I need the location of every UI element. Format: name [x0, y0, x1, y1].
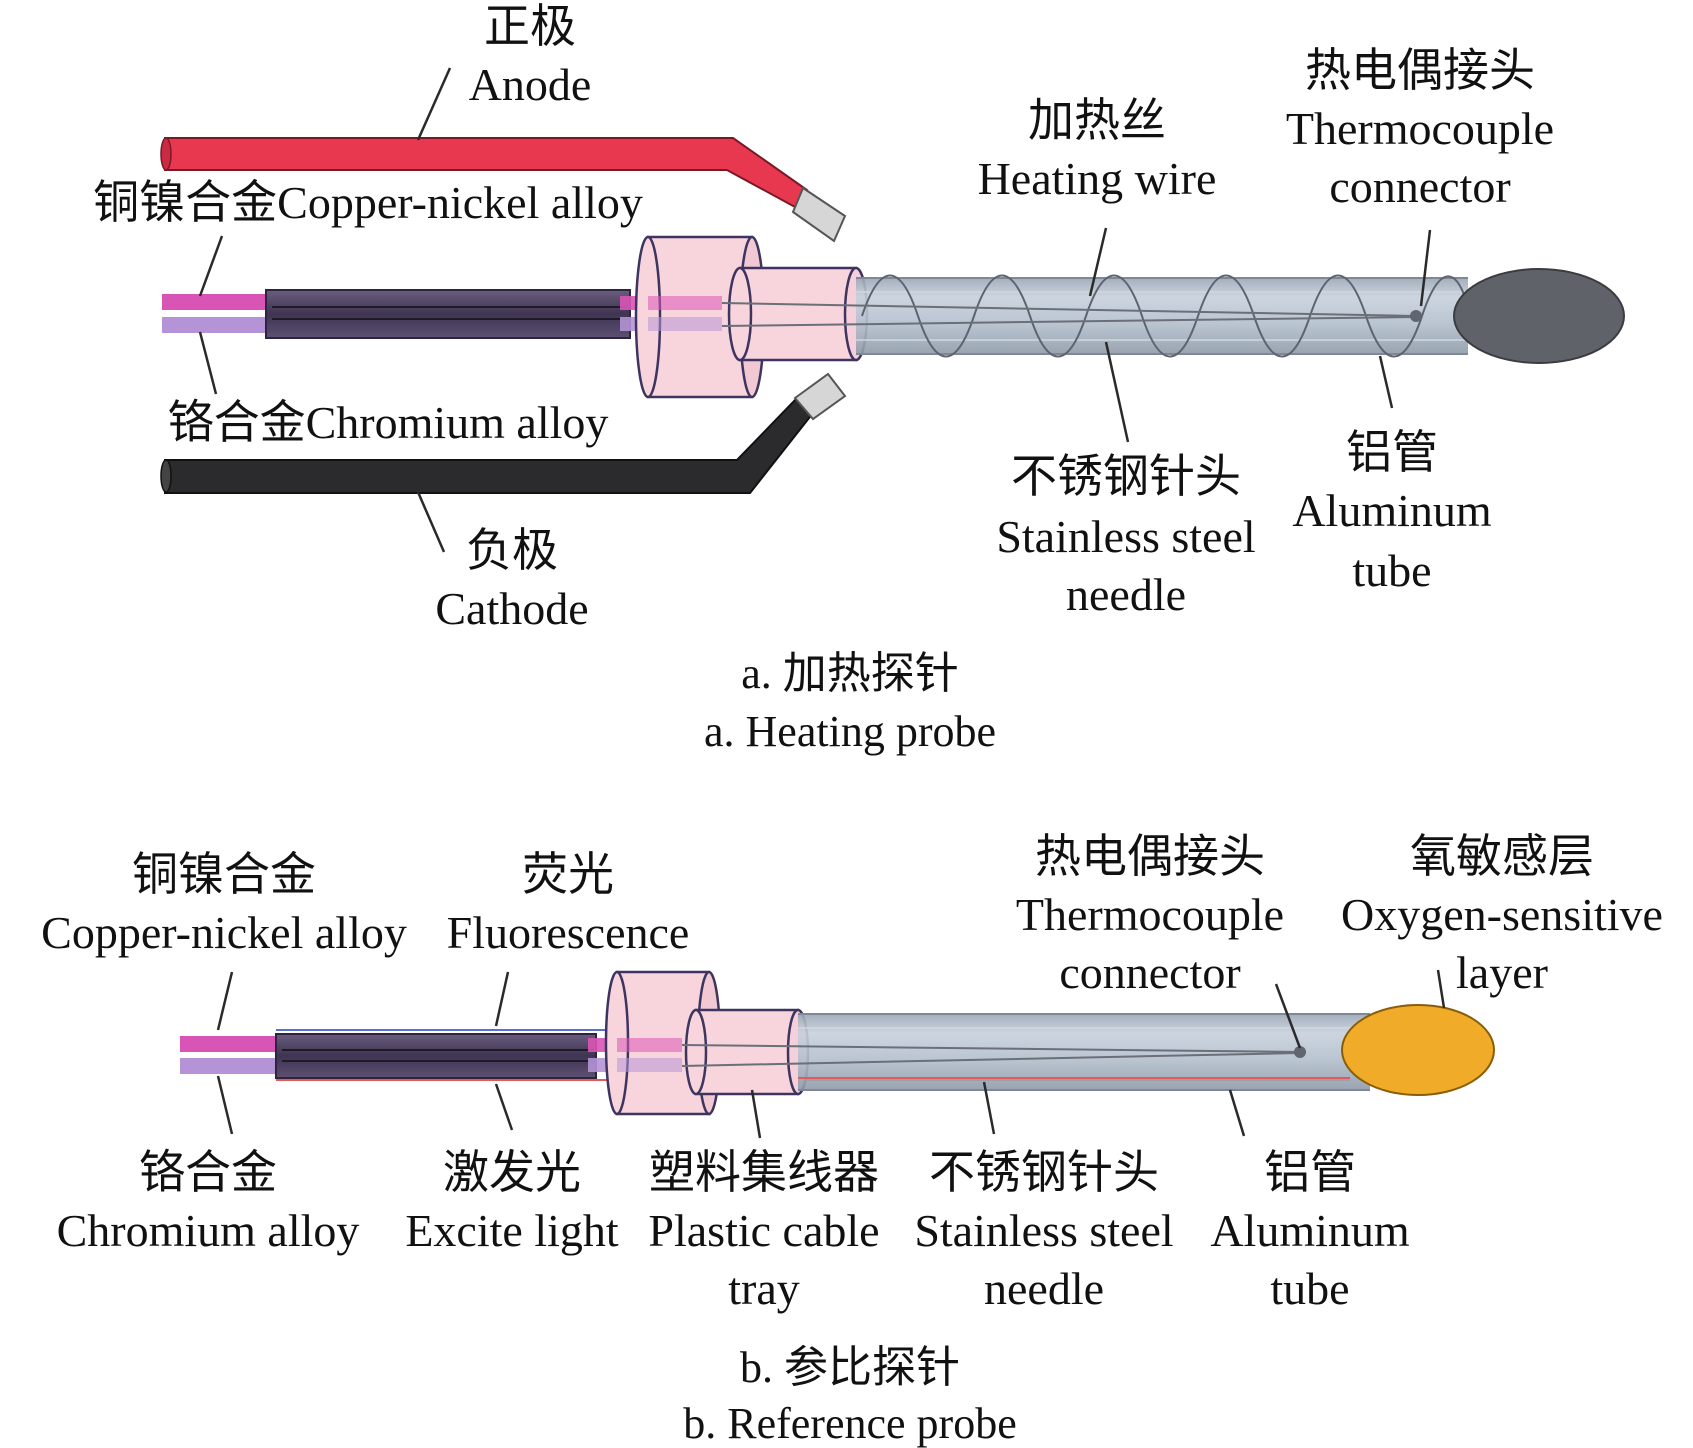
fluorescence-label-en: Fluorescence: [447, 907, 690, 958]
cable-tray-label-cn: 塑料集线器: [649, 1147, 879, 1198]
heating-wire-label-en: Heating wire: [978, 153, 1217, 204]
fluorescence-label-cn: 荧光: [522, 849, 614, 900]
thermocouple-junction-b: [1294, 1046, 1306, 1058]
plastic-hub-small: [727, 266, 869, 362]
excite-light-label-cn: 激发光: [443, 1147, 581, 1198]
chromium-label: 铬合金Chromium alloy: [168, 397, 609, 448]
caption-b-cn: b. 参比探针: [740, 1343, 960, 1392]
aluminum-label-en1: Aluminum: [1292, 485, 1492, 536]
heating-probe-figure: 正极 Anode 铜镍合金Copper-nickel alloy 铬合金Chro…: [93, 1, 1625, 756]
caption-a-cn: a. 加热探针: [741, 649, 959, 698]
reference-probe-figure: 铜镍合金 Copper-nickel alloy 荧光 Fluorescence…: [41, 831, 1663, 1448]
needle-label-cn-b: 不锈钢针头: [929, 1147, 1159, 1198]
thermocouple-label-en1-b: Thermocouple: [1016, 889, 1284, 940]
chromium-label-cn-b: 铬合金: [139, 1147, 277, 1198]
anode-label-cn: 正极: [484, 1, 576, 52]
oxygen-sensitive-tip: [1341, 1004, 1495, 1096]
chromium-label-en-b: Chromium alloy: [57, 1205, 360, 1256]
heating-wire-coil: [861, 274, 1467, 358]
cable-sheath: [265, 289, 631, 339]
needle-label-en2: needle: [1066, 569, 1186, 620]
thermocouple-label-cn-b: 热电偶接头: [1035, 831, 1265, 882]
needle-label-en1: Stainless steel: [996, 511, 1255, 562]
caption-a-en: a. Heating probe: [704, 707, 996, 756]
heating-wire-label-cn: 加热丝: [1028, 95, 1166, 146]
thermocouple-junction: [1410, 310, 1422, 322]
copper-nickel-label-en-b: Copper-nickel alloy: [41, 907, 407, 958]
aluminum-label-en2: tube: [1352, 545, 1431, 596]
heater-tip: [1453, 268, 1625, 364]
copper-nickel-wire-b: [180, 1036, 276, 1052]
needle-label-en1-b: Stainless steel: [914, 1205, 1173, 1256]
cable-tray-label-en1: Plastic cable: [648, 1205, 879, 1256]
oxygen-layer-label-en1: Oxygen-sensitive: [1341, 889, 1663, 940]
aluminum-label-cn-b: 铝管: [1264, 1147, 1356, 1198]
copper-nickel-label-cn-b: 铜镍合金: [132, 849, 316, 900]
aluminum-label-en2-b: tube: [1270, 1263, 1349, 1314]
caption-b-en: b. Reference probe: [683, 1399, 1016, 1448]
oxygen-layer-label-cn: 氧敏感层: [1410, 831, 1594, 882]
cathode-label-cn: 负极: [466, 525, 558, 576]
aluminum-label-en1-b: Aluminum: [1210, 1205, 1410, 1256]
anode-label-en: Anode: [469, 59, 592, 110]
anode-wire: [160, 137, 847, 243]
cable-tray-label-en2: tray: [728, 1263, 800, 1314]
thermocouple-label-en2: connector: [1329, 161, 1510, 212]
cathode-wire: [160, 372, 847, 494]
thermocouple-label-cn: 热电偶接头: [1305, 45, 1535, 96]
thermocouple-label-en2-b: connector: [1059, 947, 1240, 998]
oxygen-layer-label-en2: layer: [1456, 947, 1548, 998]
needle-label-cn: 不锈钢针头: [1011, 451, 1241, 502]
cathode-label-en: Cathode: [435, 583, 588, 634]
copper-nickel-label: 铜镍合金Copper-nickel alloy: [93, 177, 643, 228]
chromium-wire: [162, 317, 270, 333]
plastic-hub-small-b: [684, 1008, 810, 1096]
chromium-wire-b: [180, 1058, 276, 1074]
copper-nickel-wire: [162, 294, 270, 310]
excite-light-label-en: Excite light: [405, 1205, 619, 1256]
aluminum-label-cn: 铝管: [1346, 427, 1438, 478]
needle-label-en2-b: needle: [984, 1263, 1104, 1314]
cable-sheath-b: [275, 1033, 597, 1079]
thermocouple-label-en1: Thermocouple: [1286, 103, 1554, 154]
